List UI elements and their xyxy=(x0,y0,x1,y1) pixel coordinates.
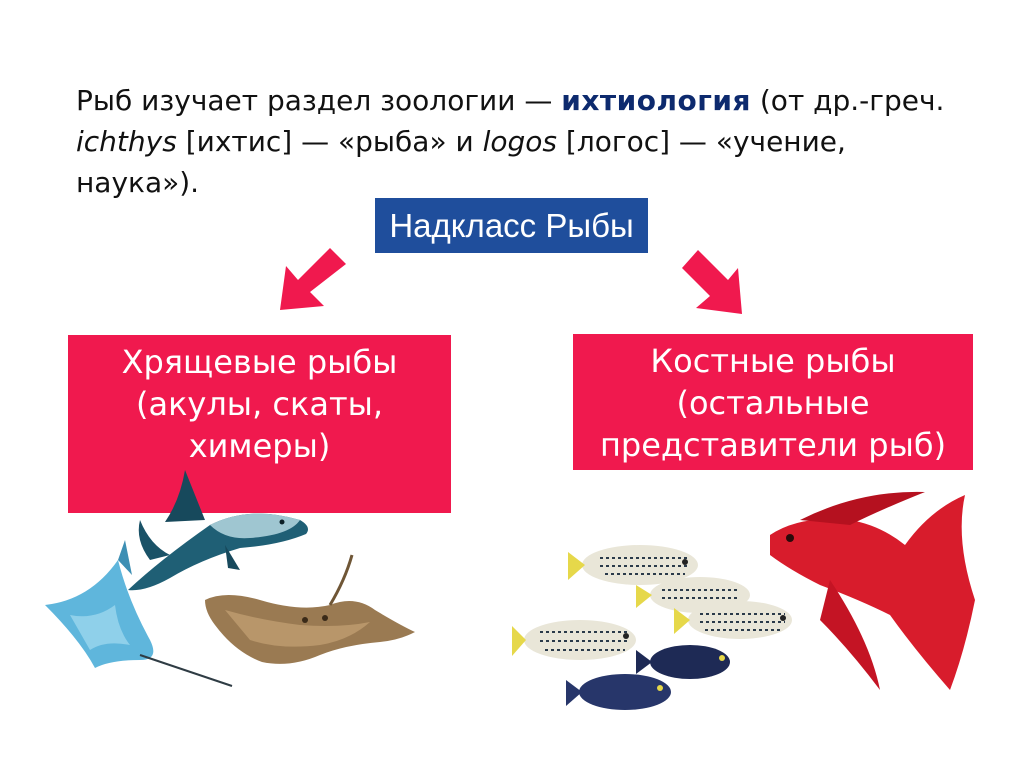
sweetlips-school-image xyxy=(512,545,792,710)
superclass-label: Надкласс Рыбы xyxy=(389,206,634,244)
cartilaginous-title: Хрящевые рыбы xyxy=(121,343,398,381)
stingray-image xyxy=(205,554,415,664)
bony-fish-box: Костные рыбы (остальные представители ры… xyxy=(573,334,973,470)
eagle-ray-image xyxy=(45,540,233,687)
bony-examples-1: (остальные xyxy=(676,384,870,422)
intro-paragraph: Рыб изучает раздел зоологии — ихтиология… xyxy=(76,80,956,203)
bony-examples-2: представители рыб) xyxy=(599,426,947,464)
cartilaginous-fish-box: Хрящевые рыбы (акулы, скаты, химеры) xyxy=(68,335,451,513)
intro-text-2: (от др.-греч. xyxy=(750,84,945,117)
intro-text-4: [логос] — «учение, наука»). xyxy=(76,125,846,199)
superclass-badge: Надкласс Рыбы xyxy=(375,198,648,253)
betta-fish-image xyxy=(770,491,975,690)
greek-word-logos: logos xyxy=(482,125,558,158)
greek-word-ichthys: ichthys xyxy=(76,125,177,158)
arrow-to-cartilaginous-icon xyxy=(280,248,346,310)
intro-text-3: [ихтис] — «рыба» и xyxy=(176,125,483,158)
cartilaginous-examples-2: химеры) xyxy=(188,427,331,465)
intro-text-1: Рыб изучает раздел зоологии — xyxy=(76,84,562,117)
bony-title: Костные рыбы xyxy=(650,342,896,380)
arrow-to-bony-icon xyxy=(682,250,742,314)
cartilaginous-examples-1: (акулы, скаты, xyxy=(135,385,384,423)
ichthyology-term: ихтиология xyxy=(561,84,751,117)
